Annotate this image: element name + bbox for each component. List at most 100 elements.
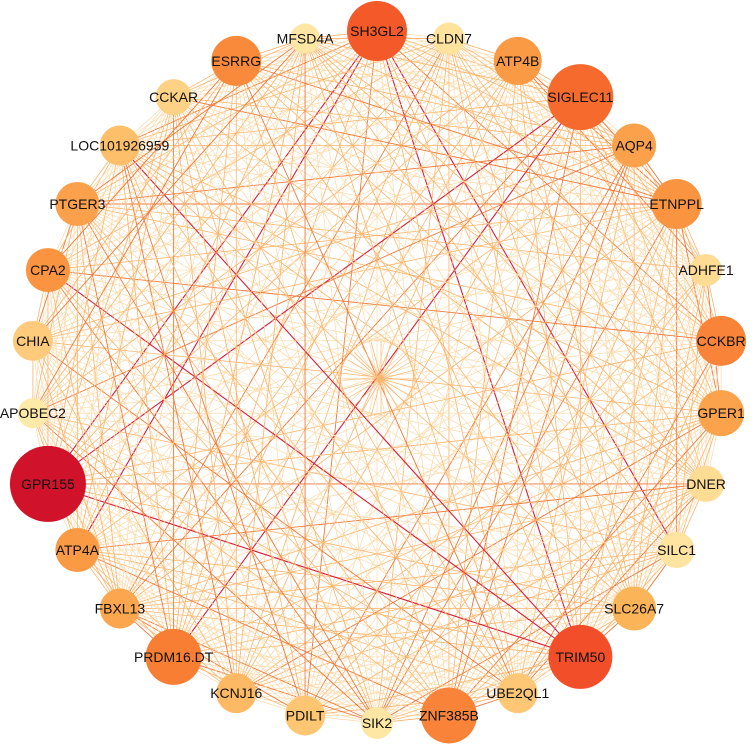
edge [47,96,581,271]
node-znf385b[interactable]: ZNF385B [419,687,479,744]
edge [236,656,581,694]
edge [173,60,237,657]
node-circle[interactable] [361,707,393,739]
edge [304,96,581,716]
edge [173,96,677,205]
node-esrrg[interactable]: ESRRG [211,35,262,86]
node-mfsd4a[interactable]: MFSD4A [277,23,334,54]
node-circle[interactable] [658,532,695,568]
edge [173,96,677,551]
node-siglec11[interactable]: SIGLEC11 [547,64,614,131]
node-circle[interactable] [347,1,407,61]
node-circle[interactable] [612,123,657,168]
node-gpr155[interactable]: GPR155 [9,445,86,522]
edge [633,145,707,484]
edge [32,412,707,485]
node-circle[interactable] [12,320,53,361]
node-circle[interactable] [25,248,70,293]
edge [119,145,306,716]
edge [119,145,707,485]
node-circle[interactable] [698,390,745,437]
node-circle[interactable] [55,528,100,572]
node-circle[interactable] [9,445,86,522]
node-gper1[interactable]: GPER1 [697,390,745,437]
node-sh3gl2[interactable]: SH3GL2 [347,1,407,61]
node-loc101926959[interactable]: LOC101926959 [70,125,170,166]
node-circle[interactable] [612,586,657,631]
node-circle[interactable] [99,125,140,166]
node-atp4a[interactable]: ATP4A [55,528,100,572]
node-cckbr[interactable]: CCKBR [696,315,747,366]
node-circle[interactable] [145,628,202,685]
node-trim50[interactable]: TRIM50 [548,624,613,689]
edge [77,203,519,694]
node-circle[interactable] [651,179,702,229]
node-circle[interactable] [285,695,326,736]
node-circle[interactable] [216,673,257,714]
edge [376,412,722,724]
node-label: GPER1 [697,405,745,421]
node-atp4b[interactable]: ATP4B [493,36,542,85]
node-kcnj16[interactable]: KCNJ16 [210,673,263,714]
node-circle[interactable] [548,624,613,689]
node-label: CCKBR [697,333,746,349]
edge [448,203,678,716]
node-circle[interactable] [432,22,465,55]
node-circle[interactable] [17,398,48,429]
edge [236,60,677,551]
node-slc26a7[interactable]: SLC26A7 [604,586,664,631]
node-circle[interactable] [493,36,542,85]
node-circle[interactable] [420,687,477,744]
edge [47,269,378,724]
node-etnppl[interactable]: ETNPPL [649,179,704,229]
node-circle[interactable] [55,182,100,226]
edge [304,38,519,694]
edge [119,608,306,716]
node-ube2ql1[interactable]: UBE2QL1 [486,673,549,714]
node-silc1[interactable]: SILC1 [657,532,696,568]
node-dner[interactable]: DNER [686,465,726,502]
edge [119,145,581,658]
edge [304,38,581,658]
node-circle[interactable] [155,79,192,116]
node-cckar[interactable]: CCKAR [149,79,198,116]
edge [77,60,237,551]
node-circle[interactable] [99,588,140,629]
node-adhfe1[interactable]: ADHFE1 [678,254,734,287]
node-label: ESRRG [211,53,261,69]
edge [361,378,382,413]
node-aqp4[interactable]: AQP4 [612,123,657,168]
edge [32,203,677,414]
node-circle[interactable] [690,254,723,287]
node-circle[interactable] [497,673,538,714]
edge [304,38,635,609]
edge [235,60,378,724]
edge [347,378,382,399]
node-cldn7[interactable]: CLDN7 [426,22,472,55]
node-circle[interactable] [211,35,262,86]
node-sik2[interactable]: SIK2 [361,707,393,739]
edge [77,549,450,716]
node-label: MFSD4A [277,31,334,47]
node-pdilt[interactable]: PDILT [285,695,326,736]
edge [173,60,518,98]
node-circle[interactable] [547,64,614,131]
edge [380,368,418,380]
node-fbxl13[interactable]: FBXL13 [95,588,146,629]
node-label: ADHFE1 [678,262,733,278]
node-circle[interactable] [290,23,321,54]
edge [370,378,382,416]
node-cpa2[interactable]: CPA2 [25,248,70,293]
edge [119,608,450,716]
edge [119,608,518,694]
edge [380,378,401,413]
node-ptger3[interactable]: PTGER3 [49,182,106,226]
edge [47,269,237,694]
edge [32,203,78,414]
node-circle[interactable] [688,465,725,502]
node-prdm16-dt[interactable]: PRDM16.DT [134,628,214,685]
node-circle[interactable] [696,315,747,366]
node-apobec2[interactable]: APOBEC2 [0,398,66,429]
node-chia[interactable]: CHIA [12,320,53,361]
